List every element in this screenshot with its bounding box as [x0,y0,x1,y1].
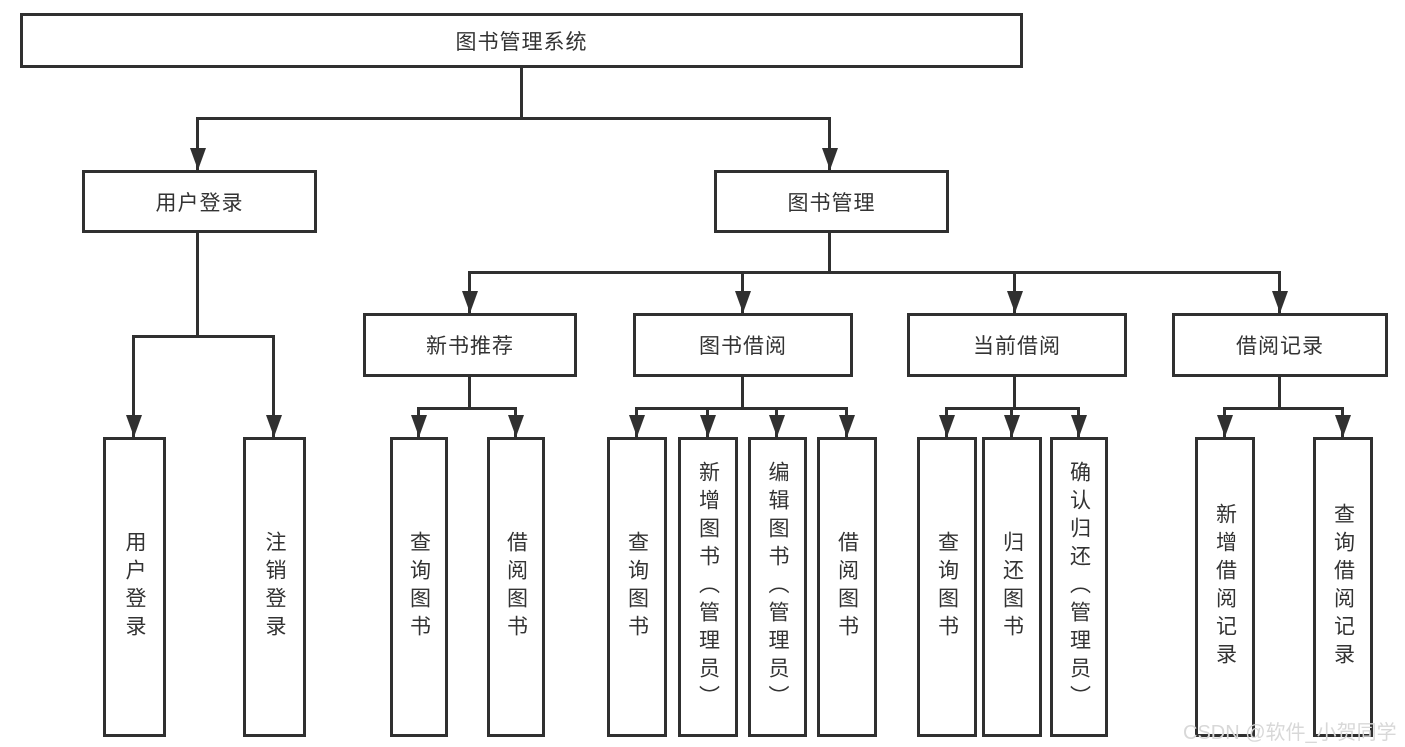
connector-line [417,407,517,410]
leaf-user-login: 用户登录 [103,437,166,737]
leaf-add-books-admin: 新增图书（管理员） [678,437,738,737]
leaf-return-books: 归还图书 [982,437,1042,737]
csdn-watermark: CSDN @软件_小贺同学 [1183,722,1397,744]
connector-line [520,68,523,119]
arrow-down-icon [1007,291,1023,313]
leaf-confirm-return-admin-label: 确认归还（管理员） [1067,461,1091,713]
leaf-recommend-query-books-label: 查询图书 [407,531,431,643]
leaf-borrow-books: 借阅图书 [817,437,877,737]
node-current-borrow-label: 当前借阅 [973,335,1061,358]
node-book-borrow: 图书借阅 [633,313,853,377]
arrow-down-icon [769,415,785,437]
node-new-book-recommend: 新书推荐 [363,313,577,377]
leaf-recommend-query-books: 查询图书 [390,437,448,737]
connector-line [196,233,199,337]
arrow-down-icon [700,415,716,437]
leaf-add-books-admin-label: 新增图书（管理员） [696,461,720,713]
connector-line [132,335,275,338]
arrow-down-icon [1272,291,1288,313]
arrow-down-icon [411,415,427,437]
arrow-down-icon [462,291,478,313]
arrow-down-icon [735,291,751,313]
arrow-down-icon [1217,415,1233,437]
connector-line [741,377,744,409]
connector-line [828,233,831,273]
connector-line [635,407,848,410]
node-root: 图书管理系统 [20,13,1023,68]
leaf-add-borrow-record-label: 新增借阅记录 [1213,503,1237,671]
leaf-recommend-borrow-books: 借阅图书 [487,437,545,737]
node-borrow-records: 借阅记录 [1172,313,1388,377]
node-new-book-recommend-label: 新书推荐 [426,335,514,358]
leaf-edit-books-admin-label: 编辑图书（管理员） [766,461,789,713]
arrow-down-icon [629,415,645,437]
leaf-confirm-return-admin: 确认归还（管理员） [1050,437,1108,737]
connector-line [272,335,275,437]
leaf-recommend-borrow-books-label: 借阅图书 [504,531,528,643]
arrow-down-icon [822,148,838,170]
connector-line [468,377,471,409]
leaf-user-login-label: 用户登录 [123,531,146,643]
arrow-down-icon [508,415,524,437]
leaf-return-books-label: 归还图书 [1000,531,1024,643]
connector-line [828,117,831,170]
leaf-current-query-books-label: 查询图书 [935,531,959,643]
leaf-borrow-query-books-label: 查询图书 [625,531,649,643]
leaf-borrow-books-label: 借阅图书 [835,531,859,643]
arrow-down-icon [266,415,282,437]
leaf-borrow-query-books: 查询图书 [607,437,667,737]
node-book-management-label: 图书管理 [787,191,876,215]
connector-line [1223,407,1344,410]
arrow-down-icon [1004,415,1020,437]
node-book-management: 图书管理 [714,170,949,233]
connector-line [196,117,199,170]
node-user-login: 用户登录 [82,170,317,233]
connector-line [196,117,831,120]
arrow-down-icon [190,148,206,170]
arrow-down-icon [939,415,955,437]
leaf-query-borrow-record: 查询借阅记录 [1313,437,1373,737]
arrow-down-icon [1335,415,1351,437]
arrow-down-icon [1071,415,1087,437]
arrow-down-icon [839,415,855,437]
leaf-logout-label: 注销登录 [263,531,286,643]
connector-line [1013,377,1016,409]
node-book-borrow-label: 图书借阅 [699,335,787,358]
connector-line [1278,377,1281,409]
leaf-add-borrow-record: 新增借阅记录 [1195,437,1255,737]
connector-line [468,271,1281,274]
node-current-borrow: 当前借阅 [907,313,1127,377]
leaf-current-query-books: 查询图书 [917,437,977,737]
arrow-down-icon [126,415,142,437]
leaf-edit-books-admin: 编辑图书（管理员） [748,437,807,737]
node-user-login-label: 用户登录 [155,191,244,215]
leaf-logout: 注销登录 [243,437,306,737]
node-root-label: 图书管理系统 [455,30,588,54]
leaf-query-borrow-record-label: 查询借阅记录 [1331,503,1355,671]
node-borrow-records-label: 借阅记录 [1236,335,1324,358]
connector-line [132,335,135,437]
